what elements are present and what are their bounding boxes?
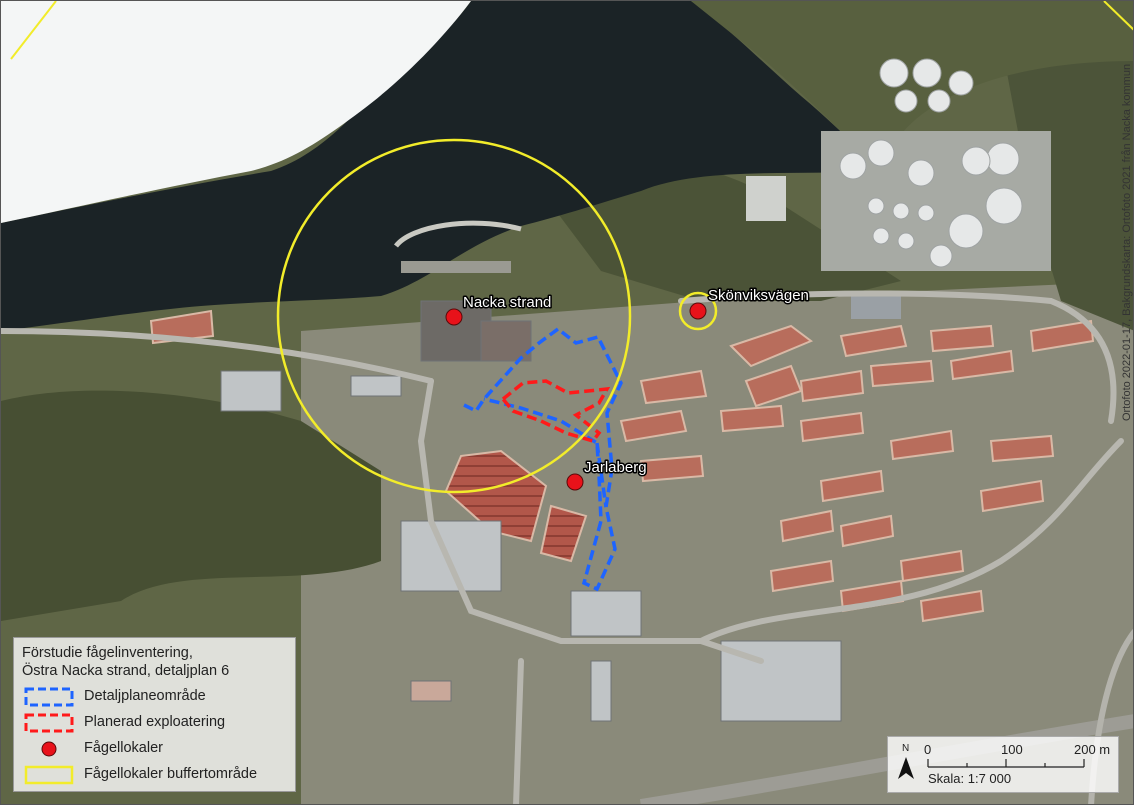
water xyxy=(1,1,881,331)
detaljplan-boundary xyxy=(463,326,623,592)
site-label: Skönviksvägen xyxy=(708,287,809,304)
north-label: N xyxy=(902,743,909,754)
dashed-rect-blue-icon xyxy=(24,687,74,707)
scale-text: Skala: 1:7 000 xyxy=(928,771,1011,786)
buffer-edge-line xyxy=(1103,1,1133,31)
site-label: Nacka strand xyxy=(463,294,551,311)
legend-title: Förstudie fågelinventering, Östra Nacka … xyxy=(22,644,287,680)
buffer-zone-skonviksvagen xyxy=(678,291,718,331)
industrial-building xyxy=(746,176,786,221)
legend-item-buffert: Fågellokaler buffertområde xyxy=(22,762,287,788)
buffer-edge-line xyxy=(10,1,57,60)
forest-patch-west xyxy=(1,390,381,621)
scale-tick-label: 100 xyxy=(1001,742,1023,757)
roads xyxy=(1,290,1124,804)
tank-farm xyxy=(821,58,1051,271)
map-credit: Ortofoto 2022-01-17, Bakgrundskarta: Ort… xyxy=(1121,63,1133,421)
north-shore xyxy=(691,1,1133,171)
dashed-rect-red-icon xyxy=(24,713,74,733)
legend-label: Fågellokaler buffertområde xyxy=(84,766,258,782)
legend-label: Detaljplaneområde xyxy=(84,688,206,704)
highway xyxy=(639,714,1133,804)
legend-label: Fågellokaler xyxy=(84,740,163,756)
north-arrow-icon xyxy=(898,757,914,779)
legend-item-fagellokaler: Fågellokaler xyxy=(22,736,287,762)
red-roof-complex xyxy=(539,504,588,563)
bird-site-marker[interactable] xyxy=(445,308,463,326)
legend-item-detaljplan: Detaljplaneområde xyxy=(22,684,287,710)
red-dot-icon xyxy=(41,741,57,757)
urban-area xyxy=(301,281,1133,804)
snow-area xyxy=(1,1,471,223)
yellow-rect-icon xyxy=(24,765,74,785)
legend-label: Planerad exploatering xyxy=(84,714,226,730)
scale-bar-box: N 0 100 200 m Skala: 1:7 000 xyxy=(887,736,1119,793)
bird-site-marker[interactable] xyxy=(566,473,584,491)
scale-tick-label: 0 xyxy=(924,742,931,757)
detaljplan-boundary-south xyxy=(595,442,608,508)
map-legend: Förstudie fågelinventering, Östra Nacka … xyxy=(13,637,296,792)
scale-ruler xyxy=(927,759,1085,768)
site-label: Jarlaberg xyxy=(584,459,647,476)
forest-patch-east xyxy=(1001,41,1133,331)
forest-patch-north xyxy=(541,161,901,301)
buffer-zone-nacka-strand xyxy=(276,138,632,494)
marina-breakwater xyxy=(394,220,522,248)
bird-site-marker[interactable] xyxy=(689,302,707,320)
legend-title-line: Förstudie fågelinventering, xyxy=(22,645,193,661)
legend-title-line: Östra Nacka strand, detaljplan 6 xyxy=(22,663,230,679)
planerad-exploatering-boundary xyxy=(500,379,611,444)
scale-bar: N 0 100 200 m Skala: 1:7 000 xyxy=(898,742,1110,786)
legend-item-exploatering: Planerad exploatering xyxy=(22,710,287,736)
scale-tick-label: 200 m xyxy=(1074,742,1110,757)
marina-pier xyxy=(401,261,511,273)
